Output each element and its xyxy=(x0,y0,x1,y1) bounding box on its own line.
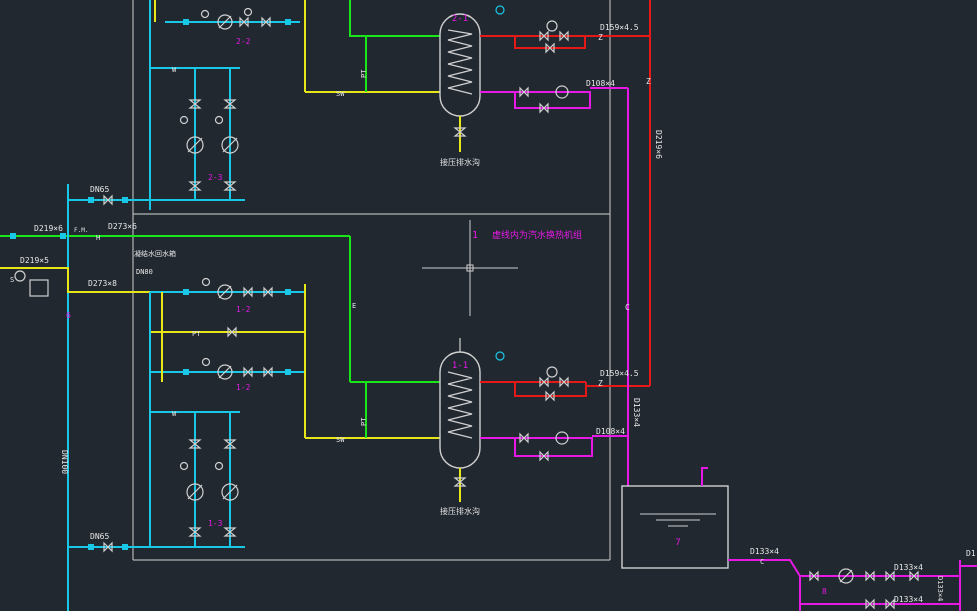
legend-text: 虚线内为汽水换热机组 xyxy=(492,229,582,241)
lower-header-flanges xyxy=(183,289,291,375)
riser-red-label: D219×6 xyxy=(654,130,663,159)
upper-pump-group xyxy=(150,68,245,201)
upper-steam-line xyxy=(349,0,440,37)
upper-header-valves xyxy=(200,7,271,30)
letter-fm: F.M. xyxy=(74,227,88,234)
dn80-label: DN80 xyxy=(136,268,153,276)
left-yellow-line xyxy=(0,267,150,293)
bottom-pipe-label-2: D133×4 xyxy=(894,563,923,572)
bottom-pipe-label-1: D133×4 xyxy=(750,547,779,556)
letter-w2: W xyxy=(172,410,177,418)
upper-mag-pipe-label: D108×4 xyxy=(586,79,615,88)
unit-boundary-frames xyxy=(132,0,611,561)
lower-red-bypass xyxy=(514,382,587,397)
bottom-pipe-label-3: D133×4 xyxy=(894,595,923,604)
bottom-pipe-label-4: D133×4 xyxy=(936,576,944,601)
pump-tag-1-2b: 1-2 xyxy=(236,383,251,392)
letter-pt2: PT xyxy=(192,330,201,338)
upper-red-pipe-label: D159×4.5 xyxy=(600,23,639,32)
dn65-bottom-label: DN65 xyxy=(90,532,109,541)
dn65-top-label: DN65 xyxy=(90,185,109,194)
heat-exchanger-2-1 xyxy=(439,13,481,152)
tank-tag: 7 xyxy=(675,538,680,548)
left-side-piping: DN65 DN65 D219×6 D273×6 D219×5 D273×8 F.… xyxy=(0,184,440,611)
letter-z3: Z xyxy=(598,379,603,388)
hx-tag-1-1: 1-1 xyxy=(452,361,468,371)
pump-tag-2-2: 2-2 xyxy=(236,37,251,46)
letter-s: S xyxy=(10,276,14,284)
upper-mag-valves xyxy=(519,85,569,114)
letter-pt1: PT xyxy=(360,69,368,78)
pump-tag-6: 6 xyxy=(66,311,71,320)
lower-pump-group xyxy=(149,412,245,548)
lower-red-valves xyxy=(495,351,569,402)
hx-tag-2-1: 2-1 xyxy=(452,14,468,24)
legend-number: 1 xyxy=(472,230,478,241)
letter-z2: Z xyxy=(646,77,651,86)
upper-red-valves xyxy=(495,5,569,54)
cad-crosshair-cursor xyxy=(422,220,518,316)
bottom-pump-symbols xyxy=(809,568,919,610)
lower-pump-symbols xyxy=(179,277,273,537)
upper-mag-return xyxy=(480,91,591,109)
pump-tag-1-2a: 1-2 xyxy=(236,305,251,314)
left-pipe-label-1: D219×6 xyxy=(34,224,63,233)
upper-pump-symbols xyxy=(179,99,239,191)
lower-mag-valves xyxy=(519,431,569,462)
left-pipe-label-2: D273×6 xyxy=(108,222,137,231)
heat-exchanger-1-1 xyxy=(439,338,481,502)
lower-mag-pipe-label: D108×4 xyxy=(596,427,625,436)
upper-header-flanges xyxy=(183,19,291,25)
condensate-tank xyxy=(621,467,729,569)
lower-unit: PT PT SW E W 1-2 1-2 1-3 1-1 接压排水沟 D159×… xyxy=(149,277,639,548)
letter-h: H xyxy=(96,234,100,242)
letter-c2: C xyxy=(760,558,764,566)
letter-sw1: SW xyxy=(336,90,345,98)
pump-tag-2-3: 2-3 xyxy=(208,173,223,182)
lower-red-pipe-label: D159×4.5 xyxy=(600,369,639,378)
pump-tag-1-3: 1-3 xyxy=(208,519,223,528)
letter-e: E xyxy=(352,302,356,310)
upper-unit: 2-1 接压排水沟 D159×4.5 Z D108×4 PT SW 2-2 2-… xyxy=(149,0,650,210)
left-flanges xyxy=(10,197,128,550)
pump-tag-8: 8 xyxy=(822,587,827,596)
tank-outlet-line xyxy=(728,559,960,577)
letter-c1: C xyxy=(625,303,630,312)
left-pipe-label-4: D273×8 xyxy=(88,279,117,288)
dn100-label: DN100 xyxy=(60,450,69,474)
lower-mag-return xyxy=(480,437,593,457)
lower-drain-label: 接压排水沟 xyxy=(440,506,480,516)
letter-z1: Z xyxy=(598,33,603,42)
left-valve-symbols xyxy=(14,194,113,553)
condensate-label: 凝结水回水箱 xyxy=(134,249,176,258)
riser-mag-label: D133×4 xyxy=(632,398,641,427)
letter-w1: W xyxy=(172,66,177,74)
letter-pt3: PT xyxy=(360,417,368,426)
upper-drain-label: 接压排水沟 xyxy=(440,157,480,167)
left-pipe-label-3: D219×5 xyxy=(20,256,49,265)
edge-label: D1 xyxy=(966,549,976,558)
letter-sw2: SW xyxy=(336,436,345,444)
